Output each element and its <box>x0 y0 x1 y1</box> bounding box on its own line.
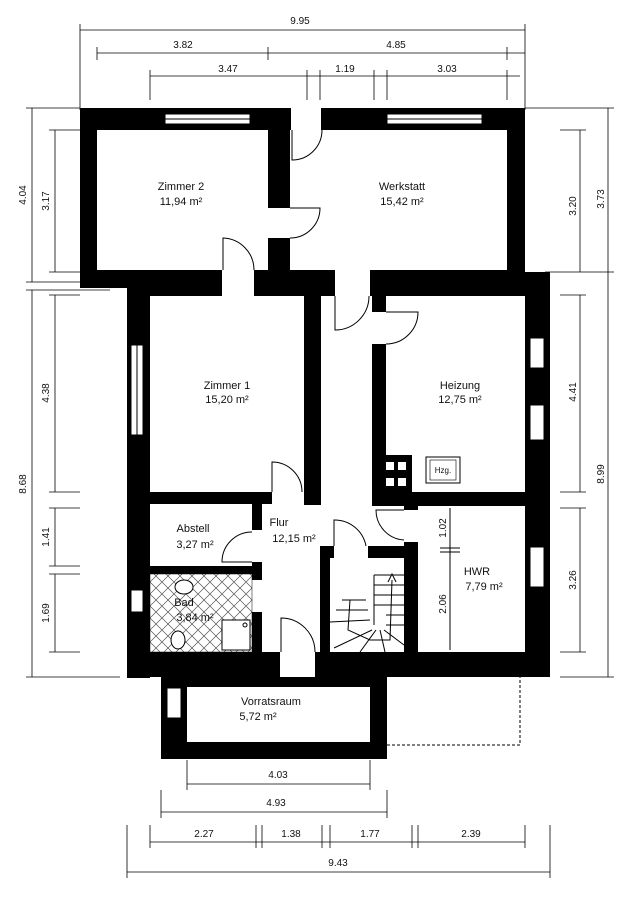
dim-top-right: 4.85 <box>386 40 406 51</box>
top-dimensions: 9.95 3.82 4.85 3.47 1.19 3.03 <box>79 16 526 110</box>
room-hwr-name: HWR <box>464 566 490 578</box>
heater-label: Hzg. <box>435 466 451 475</box>
dim-left-inner-small: 1.41 <box>41 527 52 547</box>
dim-bottom-d: 2.39 <box>461 829 481 840</box>
dim-right-inner-bottom: 3.26 <box>568 570 579 590</box>
doors <box>221 108 419 677</box>
room-heizung-name: Heizung <box>440 380 480 392</box>
right-dimensions: 3.73 3.20 8.99 4.41 3.26 <box>525 107 614 678</box>
room-bad-name: Bad <box>174 597 194 609</box>
room-werkstatt-area: 15,42 m² <box>380 196 424 208</box>
dim-bottom-total: 9.43 <box>328 858 348 869</box>
dim-hwr-small: 1.02 <box>438 518 449 538</box>
left-dimensions: 4.04 3.17 8.68 4.38 1.41 1.69 <box>18 107 130 678</box>
dim-bottom-c: 1.77 <box>360 829 380 840</box>
room-vorratsraum-name: Vorratsraum <box>241 696 301 708</box>
dim-bottom-2: 4.93 <box>266 798 286 809</box>
room-zimmer1-name: Zimmer 1 <box>204 380 250 392</box>
heater-box <box>425 456 461 484</box>
room-hwr-area: 7,79 m² <box>465 581 503 593</box>
dim-left-outer-bottom: 8.68 <box>18 474 29 494</box>
stairs <box>329 558 405 653</box>
dim-right-outer-bottom: 8.99 <box>596 464 607 484</box>
bottom-dimensions: 4.03 4.93 2.27 1.38 1.77 2.39 9.43 <box>126 760 551 878</box>
windows <box>130 113 545 719</box>
dim-right-outer-top: 3.73 <box>596 189 607 209</box>
dim-bottom-1: 4.03 <box>268 770 288 781</box>
room-zimmer1-area: 15,20 m² <box>205 394 249 406</box>
dim-top-left: 3.82 <box>173 40 193 51</box>
room-heizung-area: 12,75 m² <box>438 394 482 406</box>
terrace-outline <box>387 677 521 746</box>
dim-left-inner-mid: 4.38 <box>41 383 52 403</box>
dim-hwr-large: 2.06 <box>438 594 449 614</box>
bathroom-fixtures <box>149 573 253 653</box>
dim-right-inner-mid: 4.41 <box>568 382 579 402</box>
dim-top-total: 9.95 <box>290 16 310 27</box>
room-flur-area: 12,15 m² <box>272 533 316 545</box>
room-bad-area: 3,84 m² <box>176 612 214 624</box>
room-abstell-area: 3,27 m² <box>176 539 214 551</box>
dim-top-inner-mid: 1.19 <box>335 64 355 75</box>
dim-top-inner-right: 3.03 <box>437 64 457 75</box>
room-vorratsraum-area: 5,72 m² <box>239 711 277 723</box>
room-zimmer2-area: 11,94 m² <box>160 196 203 208</box>
room-abstell-name: Abstell <box>176 523 209 535</box>
hwr-divider: 1.02 2.06 <box>438 508 460 650</box>
room-flur-name: Flur <box>270 517 289 529</box>
dim-bottom-b: 1.38 <box>281 829 301 840</box>
dim-top-inner-left: 3.47 <box>218 64 238 75</box>
dim-left-inner-bottom: 1.69 <box>41 603 52 623</box>
room-werkstatt-name: Werkstatt <box>379 181 425 193</box>
dim-left-inner-top: 3.17 <box>41 191 52 211</box>
dim-left-outer-top: 4.04 <box>18 185 29 205</box>
room-labels: Zimmer 2 11,94 m² Werkstatt 15,42 m² Zim… <box>158 181 503 723</box>
room-zimmer2-name: Zimmer 2 <box>158 181 204 193</box>
dim-right-inner-top: 3.20 <box>568 196 579 216</box>
dim-bottom-a: 2.27 <box>194 829 214 840</box>
